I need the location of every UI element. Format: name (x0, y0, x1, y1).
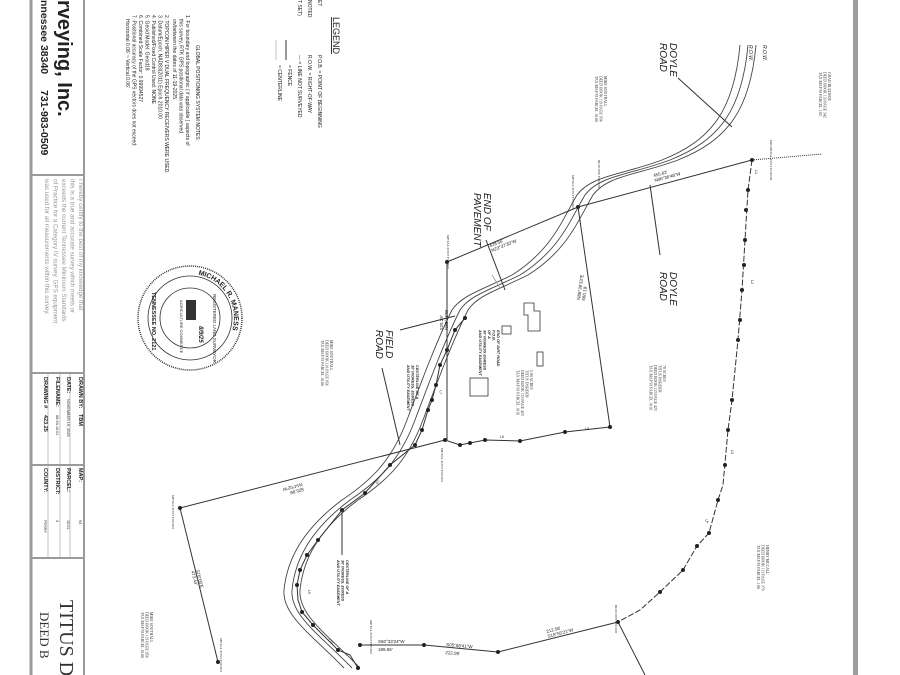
roads (283, 44, 757, 669)
iron-pin-label: IRON PIN FOUND (597, 160, 601, 188)
owner-labels: MIKE SOUTHALLDEED BOOK 119 PAGE 954TAX M… (140, 72, 831, 658)
bearing: N86°46'W529.29' (439, 309, 449, 330)
drawing-number-label: DRAWING # (42, 377, 48, 408)
bearing: N86°39'33"E660.19' (576, 274, 589, 301)
row-label: R.O.W. (747, 45, 753, 61)
county-label: COUNTY: (42, 468, 48, 493)
surveyor-seal: MICHAEL R. MANESS REGISTERED LAND SURVEY… (137, 265, 243, 371)
sheet-border-right (853, 0, 858, 675)
county-value: PERRY (43, 520, 47, 533)
line-labels: L1 L2 L3 L4 L5 L6 L7 L8 L9 L10 (307, 170, 758, 645)
seal-name: MICHAEL R. MANESS (198, 270, 239, 332)
gps-notes: GLOBAL POSITIONING SYSTEM NOTES: 1. For … (124, 15, 200, 175)
legend: LEGEND ET NOTED T SET) P.O.B. = POINT OF… (275, 0, 341, 128)
line-label: L9 (307, 590, 311, 594)
line-label: L2 (750, 280, 754, 284)
line-label: L10 (327, 638, 334, 645)
metal-post-label: METAL POST FOUND (219, 638, 223, 672)
district-label: DISTRICT: (54, 468, 60, 495)
boundary-lines (178, 153, 823, 675)
legend-item: = CENTERLINE (276, 65, 282, 102)
legend-item: --- = LINE NOT SURVEYED (296, 55, 302, 118)
line-label: L4 (704, 519, 709, 524)
district-value: 3 (55, 520, 59, 522)
bearing: S05°58'41"W222.95' (445, 642, 473, 657)
easement-notes: CENTERLINE OF A30' INGRESS, EGRESSAND UT… (336, 329, 500, 606)
legend-fragment: ET (316, 0, 322, 6)
easement-note: CENTERLINE OF A30' INGRESS, EGRESSAND UT… (336, 559, 349, 606)
line-label: L8 (375, 479, 381, 485)
road-labels: DOYLEROAD DOYLEROAD END OFPAVEMENT FIELD… (373, 43, 767, 446)
legend-item: = FENCE (286, 65, 292, 87)
owner-durden-5: 5.00 ACRESTITUS DURDENDEED BOOK 123 PAGE… (516, 370, 534, 416)
gps-notes-body: 1. For boundary and topographic ( if app… (124, 15, 190, 175)
gps-notes-title: GLOBAL POSITIONING SYSTEM NOTES: (194, 45, 200, 141)
legend-item: R.O.W. = RIGHT-OF-WAY (306, 55, 312, 114)
legend-title: LEGEND (331, 17, 341, 55)
date-value: NOVEMBER 19, 2025 (66, 399, 70, 437)
legend-fragment: T SET) (296, 0, 302, 16)
certification-text: I hereby certify to the best of my knowl… (43, 178, 84, 325)
owner-mccall: HENRY MCCALLDEED BOOK 113 PAGE 379TAX MA… (756, 545, 769, 591)
drawing-number-value: 423.25 (42, 415, 48, 432)
line-label: L1 (754, 170, 758, 174)
buildings (469, 302, 544, 397)
owner-southall: MIKE SOUTHALLDEED BOOK 119 PAGE 954TAX M… (320, 340, 333, 386)
line-label: L6 (500, 435, 504, 439)
map-value: 93 (78, 520, 82, 524)
drawn-by-label: DRAWN BY: (77, 377, 83, 409)
end-dirt-road-note: END OF DIRT ROADP.O.B.OF A30' INGRESS EG… (478, 329, 500, 376)
seal-state: TENNESSEE NO. 2121 (150, 292, 156, 350)
metal-post-label: METAL POST FOUND (571, 175, 575, 209)
iron-pin-label: IRON PIN FOUND (614, 605, 618, 633)
line-label: L3 (730, 450, 734, 454)
bearing-labels: N23°37'30"W429.56' N06°36'48"W455.62' N8… (190, 166, 682, 657)
monument-labels: PIB METAL POST FOUND METAL POST FOUND IR… (171, 140, 773, 672)
owner-southall: MIKE SOUTHALLDEED BOOK 119 PAGE 954TAX M… (140, 612, 153, 658)
bearing: N06°36'48"W455.62' (653, 166, 682, 183)
title-block: rveying, Inc. nnessee 38340 731-983-0509… (29, 0, 85, 675)
doyle-road-label: DOYLEROAD (657, 43, 678, 77)
pib-label: PIB METAL POST FOUND (769, 140, 773, 181)
doyle-road-label: DOYLEROAD (657, 272, 678, 306)
filename-label: FILENAME: (54, 377, 60, 407)
metal-post-label: METAL POST FOUND (369, 620, 373, 654)
line-label: L5 (585, 427, 589, 431)
legend-item: P.O.B. = POINT OF BEGINNING (316, 55, 322, 128)
parcel-value: 10.01 (66, 520, 70, 530)
seal-center: AGRICULTURE COMMERCE (179, 300, 184, 354)
bearing: N23°37'30"W429.56' (489, 233, 518, 253)
bearing: S18°55'21"W212.58' (546, 622, 575, 639)
seal-signature: 8/9/25 (197, 326, 203, 343)
end-of-pavement-label: END OFPAVEMENT (471, 193, 492, 248)
company-address: nnessee 38340 (38, 0, 50, 74)
company-phone: 731-983-0509 (38, 90, 50, 156)
bearing: S76°00'E473.44' (190, 569, 204, 590)
centerline-points (295, 316, 467, 670)
project-title: TITUS DU (55, 600, 77, 675)
drawn-by-value: TBM (77, 414, 83, 426)
metal-post-label: METAL POST FOUND (446, 235, 450, 269)
project-subtitle: DEED B (37, 612, 52, 659)
seal-emblem (186, 300, 196, 320)
map-label: MAP: (77, 468, 83, 482)
line-label: L7 (438, 390, 443, 395)
parcel-label: PARCEL: (65, 468, 71, 492)
legend-fragment: NOTED (306, 0, 312, 18)
metal-post-label: METAL POST FOUND (440, 448, 444, 482)
company-name: rveying, Inc. (53, 0, 75, 117)
owner-durden-78: 78 ACRESTITUS DURDENDEED BOOK 123 PAGE 4… (649, 365, 667, 411)
row-label: R.O.W. (761, 45, 767, 61)
filename-value: 68-93-10.01 (55, 415, 59, 435)
field-road-label: FIELDROAD (373, 330, 394, 359)
date-label: DATE: (65, 377, 71, 394)
owner-bledsoe: CHAD BLEDSOEDEED BOOK 133 PAGE 342TAX MA… (818, 72, 831, 118)
bearing: N14°02'W825.86' (282, 482, 305, 497)
easement-note: CENTERLINE OF A30' INGRESS, EGRESSAND UT… (406, 364, 419, 411)
owner-southall: MIKE SOUTHALLDEED BOOK 119 PAGE 954TAX M… (594, 76, 607, 122)
seal-role: REGISTERED LAND SURVEYOR (212, 294, 217, 364)
metal-post-label: METAL POST FOUND (171, 495, 175, 529)
